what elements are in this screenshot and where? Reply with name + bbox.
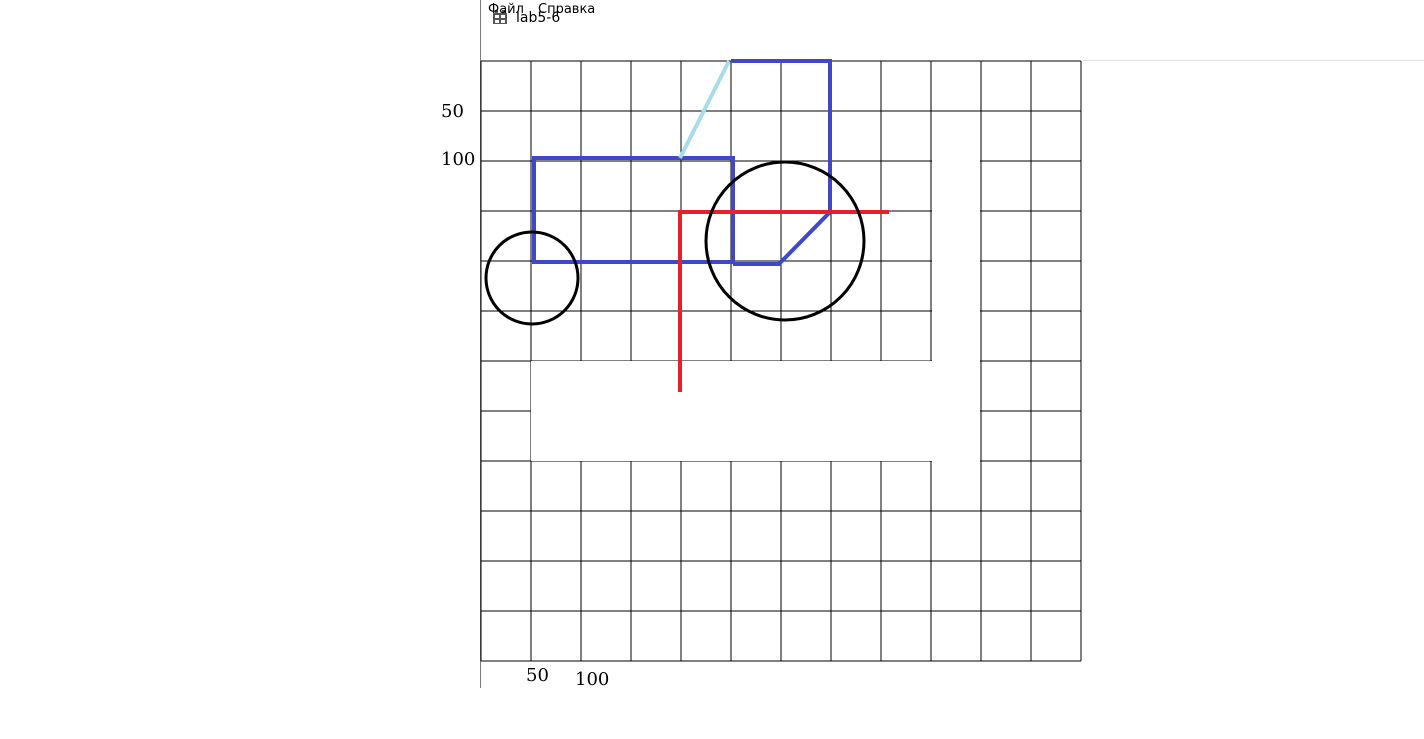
large-wheel (704, 160, 866, 322)
menu-divider (1082, 60, 1424, 61)
x-axis-label-50: 50 (526, 665, 549, 686)
x-axis-label-100: 100 (575, 669, 610, 690)
y-axis-label-50: 50 (441, 101, 464, 122)
grid-cover-top (481, 38, 1101, 60)
exhaust-pipe (678, 60, 731, 159)
y-axis-label-100: 100 (441, 149, 476, 170)
menu-file[interactable]: Файл (488, 2, 524, 17)
small-wheel (484, 230, 580, 326)
title-bar[interactable] (481, 0, 1424, 38)
window-title: lab5-6 (516, 10, 561, 26)
crane-arm (678, 210, 889, 392)
app-grid-icon (493, 10, 507, 24)
menu-help[interactable]: Справка (538, 2, 596, 17)
tractor-body-lower (532, 156, 735, 264)
grid-gap-bottom (531, 361, 980, 461)
